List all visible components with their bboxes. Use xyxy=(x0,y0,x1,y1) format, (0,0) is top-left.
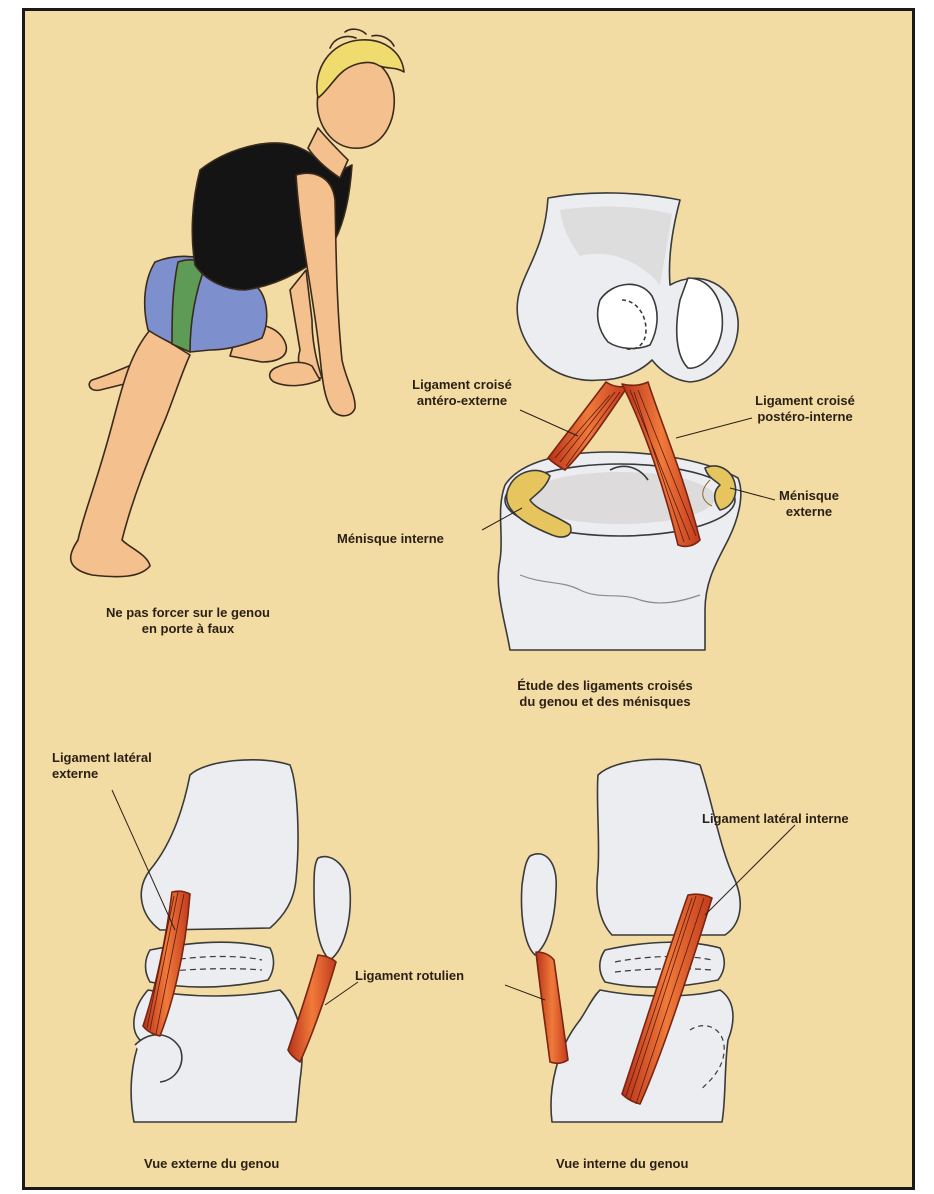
patellar-ligament-external xyxy=(288,955,336,1062)
patellar-ligament-label: Ligament rotulien xyxy=(355,968,464,984)
athlete-figure xyxy=(71,29,404,576)
femur-internal xyxy=(597,759,740,935)
patella-external xyxy=(314,857,350,960)
femur-external xyxy=(141,760,298,930)
mcl-label: Ligament latéral interne xyxy=(702,811,849,827)
patellar-ligament-internal xyxy=(536,952,568,1063)
acl-label: Ligament croisé antéro-externe xyxy=(402,377,522,409)
cruciate-knee-diagram xyxy=(498,193,741,650)
external-view-knee xyxy=(131,760,350,1122)
internal-view-caption: Vue interne du genou xyxy=(556,1156,688,1172)
lateral-meniscus-label: Ménisque externe xyxy=(764,488,854,520)
pcl-label: Ligament croisé postéro-interne xyxy=(740,393,870,425)
athlete-caption: Ne pas forcer sur le genou en porte à fa… xyxy=(78,605,298,637)
lcl-label: Ligament latéral externe xyxy=(52,750,152,782)
patella-internal xyxy=(522,854,557,955)
cruciate-caption: Étude des ligaments croisés du genou et … xyxy=(480,678,730,710)
medial-meniscus-label: Ménisque interne xyxy=(337,531,444,547)
external-view-caption: Vue externe du genou xyxy=(144,1156,279,1172)
